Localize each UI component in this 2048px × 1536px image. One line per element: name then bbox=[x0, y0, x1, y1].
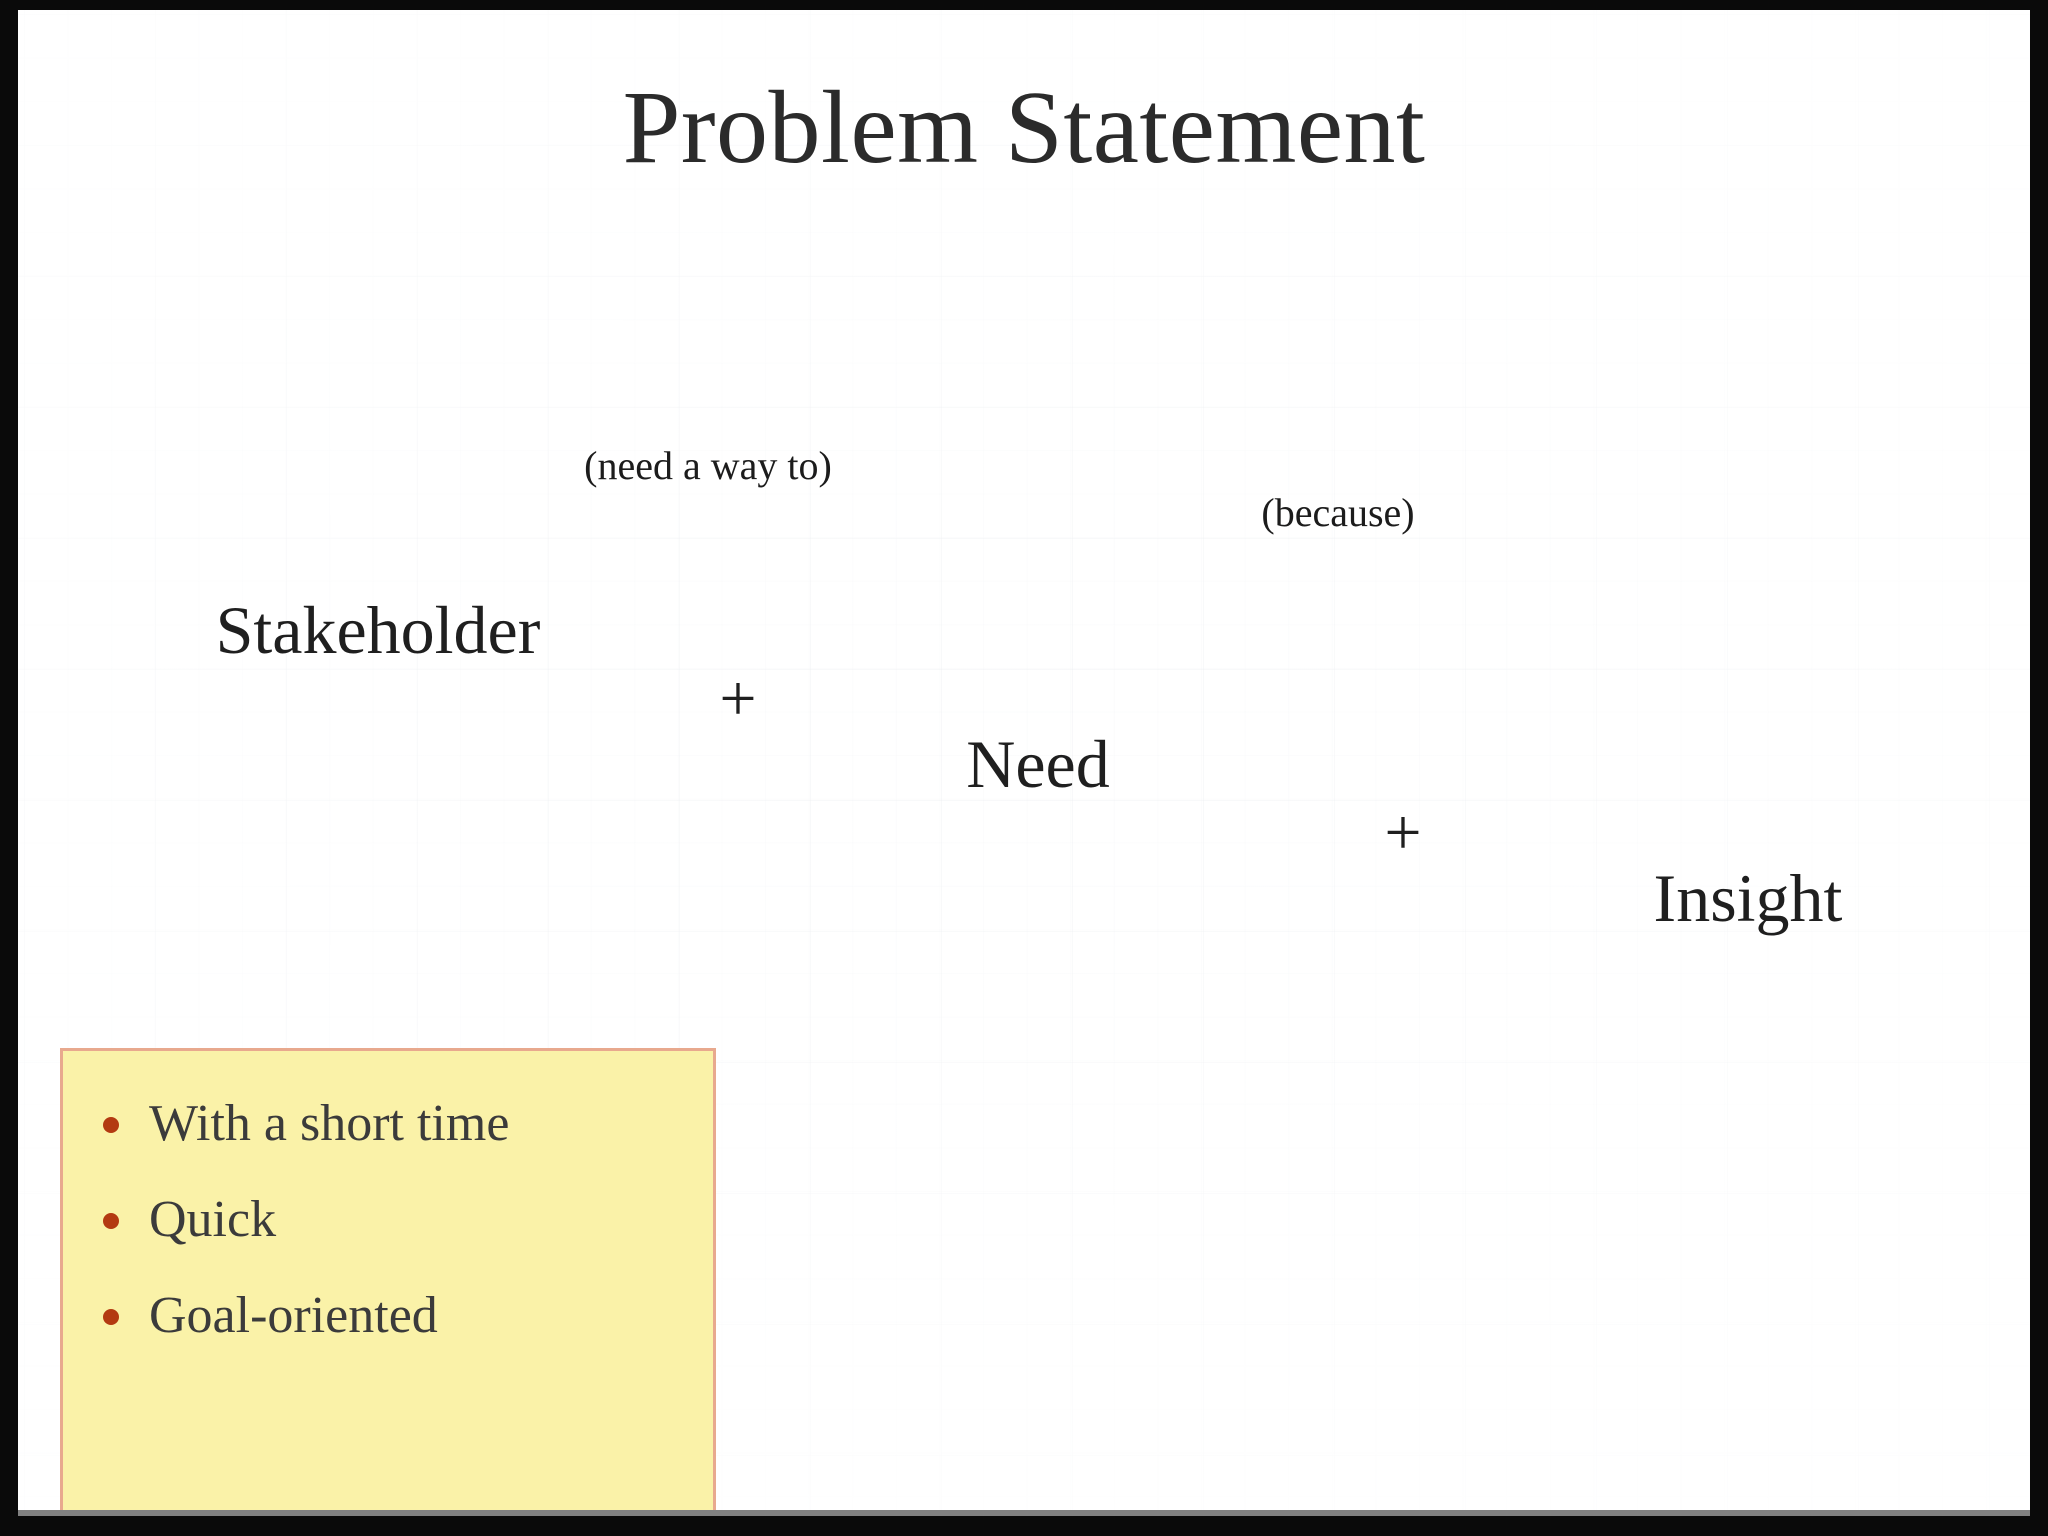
heading-need: Need bbox=[966, 726, 1110, 802]
plus-sign-2: + bbox=[1384, 796, 1422, 869]
plus-sign-1: + bbox=[719, 662, 757, 735]
list-item: With a short time bbox=[89, 1087, 689, 1161]
connector-label-need-a-way-to: (need a way to) bbox=[584, 443, 832, 488]
list-item: Quick bbox=[89, 1183, 689, 1257]
stakeholder-bullet-list: With a short time Quick Goal-oriented bbox=[63, 1051, 713, 1352]
list-item: Goal-oriented bbox=[89, 1279, 689, 1353]
sticky-note-stakeholder[interactable]: With a short time Quick Goal-oriented bbox=[60, 1048, 716, 1510]
heading-insight: Insight bbox=[1653, 860, 1843, 936]
slide-canvas: Problem Statement (need a way to) (becau… bbox=[18, 10, 2030, 1510]
heading-stakeholder: Stakeholder bbox=[215, 592, 541, 668]
page-title: Problem Statement bbox=[622, 70, 1426, 185]
connector-label-because: (because) bbox=[1261, 490, 1415, 535]
